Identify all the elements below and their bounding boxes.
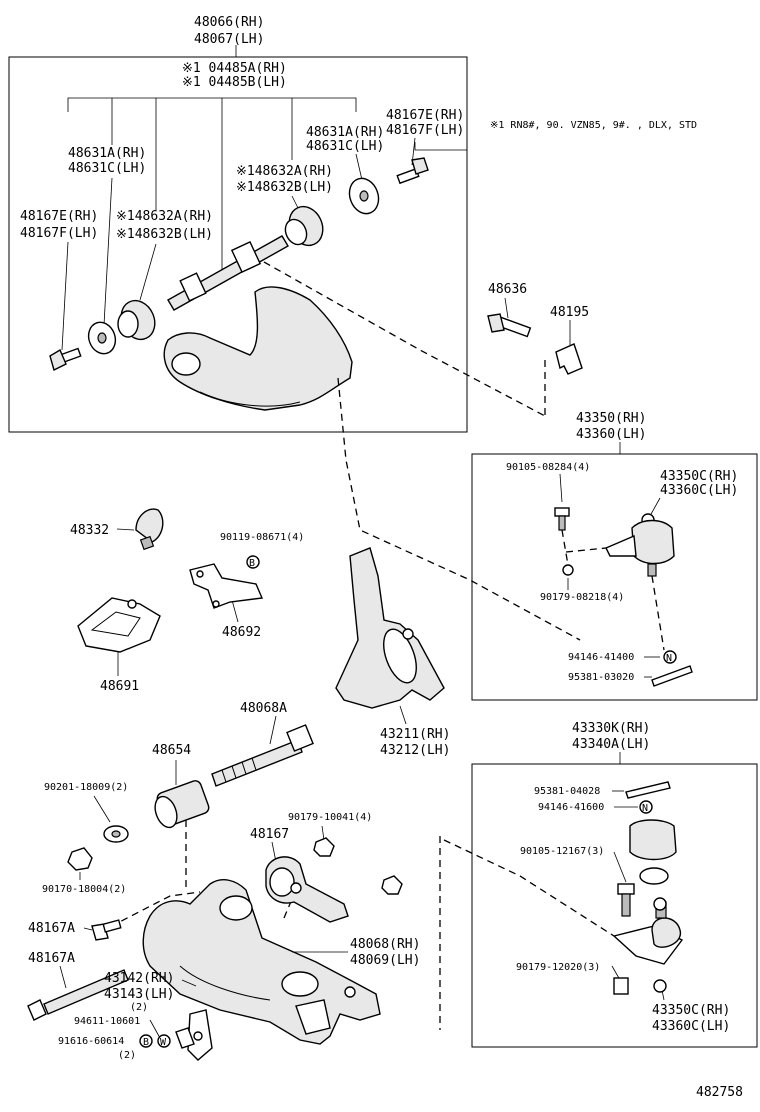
label-nut-90119[interactable]: 90119-08671(4) bbox=[220, 532, 304, 543]
figure-id: 482758 bbox=[696, 1085, 743, 1100]
label-knuckle-lh[interactable]: 43212(LH) bbox=[380, 743, 450, 758]
label-bolt-48167e-left[interactable]: 48167E(RH) bbox=[20, 209, 98, 224]
label-joint-43350c-lower[interactable]: 43350C(RH) bbox=[652, 1003, 730, 1018]
plate-48691-drawing bbox=[77, 597, 161, 653]
label-washer-48631c-left[interactable]: 48631C(LH) bbox=[68, 161, 146, 176]
label-bolt-90105-12167[interactable]: 90105-12167(3) bbox=[520, 846, 604, 857]
nut-right-drawing bbox=[381, 875, 403, 895]
svg-text:N: N bbox=[642, 803, 648, 814]
upper-ball-joint-drawing bbox=[554, 507, 675, 577]
label-bush-48632a-left[interactable]: ※148632A(RH) bbox=[116, 209, 213, 224]
label-bush-48632b-right[interactable]: ※148632B(LH) bbox=[236, 180, 333, 195]
torsion-bar-48068a-drawing bbox=[211, 724, 314, 787]
label-nut-90179-12020[interactable]: 90179-12020(3) bbox=[516, 962, 600, 973]
label-washer-48631a-right[interactable]: 48631A(RH) bbox=[306, 125, 384, 140]
label-plate-48691[interactable]: 48691 bbox=[100, 679, 139, 694]
lower-ball-joint-box bbox=[471, 763, 758, 1048]
label-shaft-rh[interactable]: ※1 04485A(RH) bbox=[182, 61, 287, 76]
upper-arm-assembly bbox=[49, 157, 429, 411]
bracket-48692-drawing bbox=[189, 563, 264, 609]
label-lower-arm-lh[interactable]: 48069(LH) bbox=[350, 953, 420, 968]
label-bush-43142[interactable]: 43142(RH) bbox=[104, 971, 174, 986]
svg-text:N: N bbox=[666, 653, 672, 664]
label-bolt-qty: (2) bbox=[118, 1050, 136, 1061]
label-knuckle-rh[interactable]: 43211(RH) bbox=[380, 727, 450, 742]
label-castle-nut-94146-41600[interactable]: 94146-41600 bbox=[538, 802, 604, 813]
label-lower-ball-joint-rh[interactable]: 43330K(RH) bbox=[572, 721, 650, 736]
label-bolt-48167f-left[interactable]: 48167F(LH) bbox=[20, 226, 98, 241]
label-castle-nut-94146-41400[interactable]: 94146-41400 bbox=[568, 652, 634, 663]
label-bush-48632a-right[interactable]: ※148632A(RH) bbox=[236, 164, 333, 179]
bolt-91616-drawing bbox=[175, 1027, 195, 1049]
label-washer-90201-18009[interactable]: 90201-18009(2) bbox=[44, 782, 128, 793]
label-upper-ball-joint-rh[interactable]: 43350(RH) bbox=[576, 411, 646, 426]
label-bolt-48167a-upper[interactable]: 48167A bbox=[28, 921, 75, 936]
note-applicability: ※1 RN8#, 90. VZN85, 9#. , DLX, STD bbox=[490, 120, 697, 131]
label-nut-90179-10041[interactable]: 90179-10041(4) bbox=[288, 812, 372, 823]
label-bolt-48167e-right[interactable]: 48167E(RH) bbox=[386, 108, 464, 123]
label-shim-48195[interactable]: 48195 bbox=[550, 305, 589, 320]
label-bolt-48167f-right[interactable]: 48167F(LH) bbox=[386, 123, 464, 138]
mark-b: B bbox=[143, 1037, 149, 1048]
label-torsion-bar-48068a[interactable]: 48068A bbox=[240, 701, 287, 716]
mark-w: W bbox=[160, 1037, 167, 1048]
svg-text:B: B bbox=[249, 558, 255, 569]
bolt-48636-drawing bbox=[487, 313, 532, 338]
label-upper-ball-joint-lh[interactable]: 43360(LH) bbox=[576, 427, 646, 442]
label-upper-arm-rh[interactable]: 48066(RH) bbox=[194, 15, 264, 30]
upper-ball-joint-box bbox=[471, 453, 758, 701]
label-washer-48631c-right[interactable]: 48631C(LH) bbox=[306, 139, 384, 154]
label-shaft-lh[interactable]: ※1 04485B(LH) bbox=[182, 75, 287, 90]
label-arm-48167[interactable]: 48167 bbox=[250, 827, 289, 842]
upper-arm-box bbox=[8, 56, 468, 433]
bolt-48167e-right-drawing bbox=[396, 157, 429, 185]
lower-arm-drawing bbox=[142, 879, 381, 1061]
label-bolt-48167a-lower[interactable]: 48167A bbox=[28, 951, 75, 966]
label-joint-43360c-lower[interactable]: 43360C(LH) bbox=[652, 1019, 730, 1034]
nut-90179-10041-drawing bbox=[313, 837, 335, 857]
label-bolt-91616-60614[interactable]: 91616-60614 bbox=[58, 1036, 124, 1047]
shim-48195-drawing bbox=[555, 343, 583, 375]
label-bumper-48332[interactable]: 48332 bbox=[70, 523, 109, 538]
label-joint-43360c-upper[interactable]: 43360C(LH) bbox=[660, 483, 738, 498]
label-bush-43143[interactable]: 43143(LH) bbox=[104, 987, 174, 1002]
label-pin-95381-04028[interactable]: 95381-04028 bbox=[534, 786, 600, 797]
label-nut-90170-18004[interactable]: 90170-18004(2) bbox=[42, 884, 126, 895]
label-joint-43350c-upper[interactable]: 43350C(RH) bbox=[660, 469, 738, 484]
bolt-48167a-upper-drawing bbox=[91, 919, 122, 941]
torsion-arm-48167-drawing bbox=[265, 856, 349, 923]
label-bush-48654[interactable]: 48654 bbox=[152, 743, 191, 758]
bumper-48332-drawing bbox=[135, 508, 164, 551]
label-nut-90179-08218[interactable]: 90179-08218(4) bbox=[540, 592, 624, 603]
bush-48654-drawing bbox=[154, 780, 210, 829]
label-bush-qty: (2) bbox=[130, 1002, 148, 1013]
label-pin-95381-03020[interactable]: 95381-03020 bbox=[568, 672, 634, 683]
bolt-48167a-lower-drawing bbox=[27, 969, 129, 1021]
label-bolt-90105-08284[interactable]: 90105-08284(4) bbox=[506, 462, 590, 473]
label-lower-arm-rh[interactable]: 48068(RH) bbox=[350, 937, 420, 952]
steering-knuckle-drawing bbox=[335, 547, 445, 709]
label-bolt-94611-10601[interactable]: 94611-10601 bbox=[74, 1016, 140, 1027]
label-upper-arm-lh[interactable]: 48067(LH) bbox=[194, 32, 264, 47]
lower-ball-joint-drawing bbox=[612, 819, 684, 995]
label-bolt-48636[interactable]: 48636 bbox=[488, 282, 527, 297]
label-lower-ball-joint-lh[interactable]: 43340A(LH) bbox=[572, 737, 650, 752]
label-bracket-48692[interactable]: 48692 bbox=[222, 625, 261, 640]
nut-90170-drawing bbox=[67, 847, 93, 871]
label-washer-48631a-left[interactable]: 48631A(RH) bbox=[68, 146, 146, 161]
label-bush-48632b-left[interactable]: ※148632B(LH) bbox=[116, 227, 213, 242]
